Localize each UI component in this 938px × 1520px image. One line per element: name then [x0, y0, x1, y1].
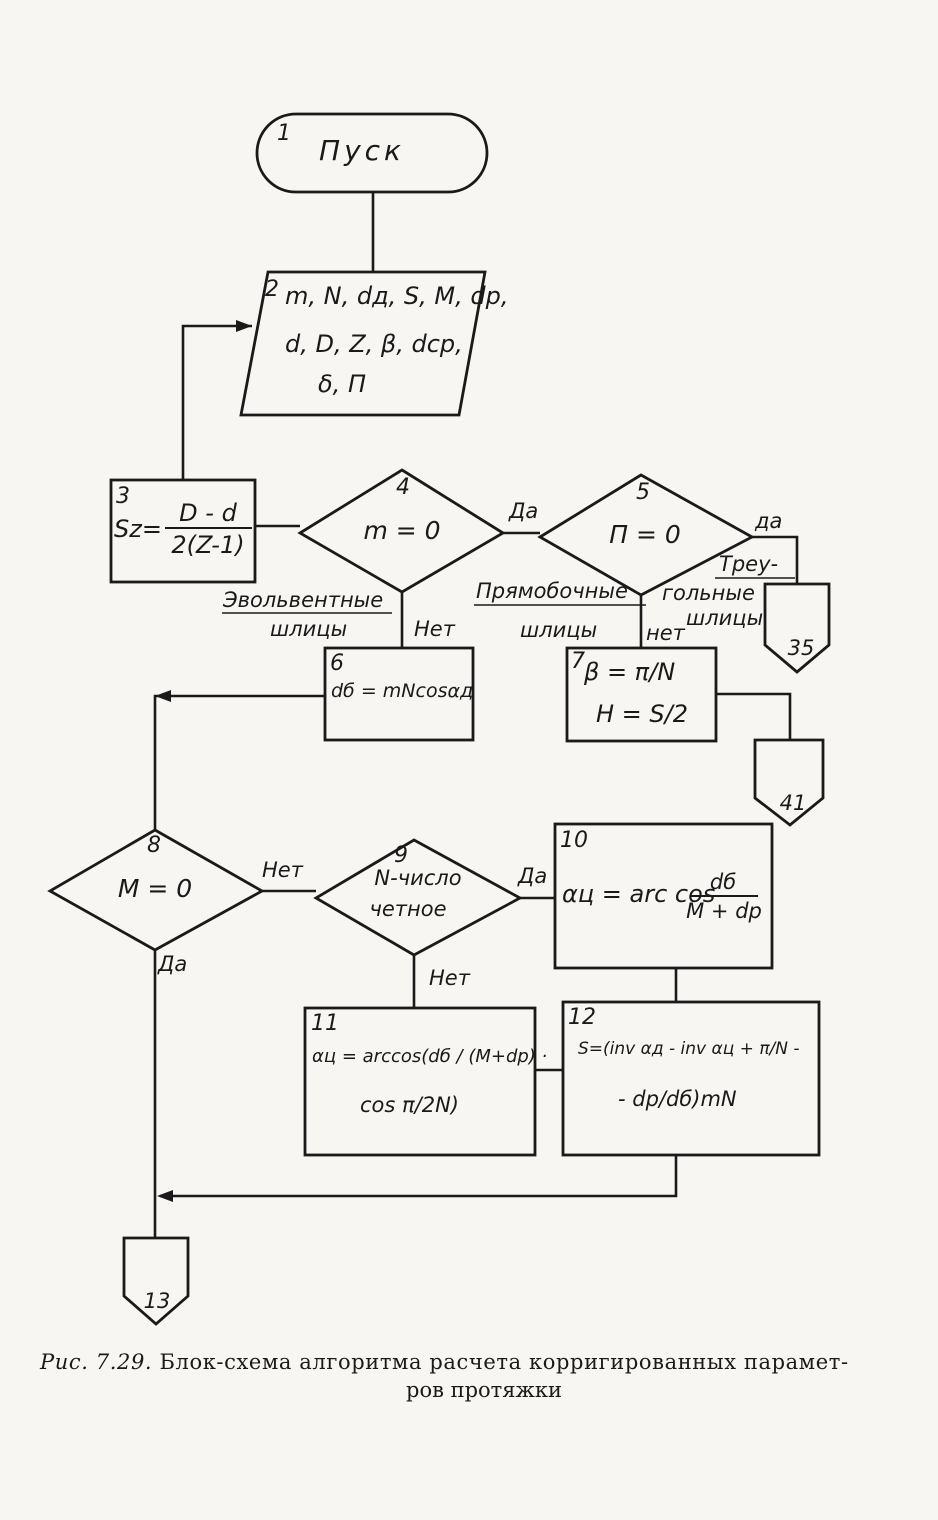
alpha-arccos-line1: αц = arccos(dб / (M+dр) ·	[312, 1046, 547, 1067]
condition-line1: N-число	[374, 866, 461, 890]
input-vars-line2: d, D, Z, β, dср,	[285, 330, 463, 358]
label-no-b4: Нет	[414, 617, 456, 641]
offpage-connector-shape	[763, 582, 831, 674]
block-number: 8	[147, 833, 161, 858]
block-7-process: 7 β = π/N H = S/2	[565, 646, 718, 743]
block-1-start: 1 Пуск	[255, 112, 489, 194]
s-formula-line2: - dр/dб)mN	[618, 1087, 737, 1111]
label-straight-splines-1: Прямобочные	[476, 579, 628, 603]
arrow-b12-return	[157, 1190, 173, 1202]
beta-formula: β = π/N	[583, 658, 675, 686]
decision-shape	[537, 473, 755, 597]
line-b12-return	[160, 1155, 678, 1198]
label-involute-splines-2: шлицы	[270, 617, 347, 641]
label-no-b5: нет	[646, 621, 686, 645]
parallelogram-shape	[239, 270, 487, 417]
block-10-process: 10 αц = arc cos dб M + dр	[553, 822, 774, 970]
label-yes-b5: да	[754, 509, 782, 533]
label-triangular-splines-1: Треу-	[719, 552, 778, 576]
block-12-process: 12 S=(inv αд - inv αц + π/N - - dр/dб)mN	[561, 1000, 821, 1157]
alpha-denominator: M + dр	[686, 899, 762, 923]
sz-denominator: 2(Z-1)	[171, 531, 244, 559]
block-number: 10	[560, 828, 588, 853]
line-b5-to-c35	[752, 535, 799, 584]
alpha-arccos-line2: cos π/2N)	[360, 1093, 459, 1117]
line-b7-to-c41	[716, 692, 792, 740]
process-shape	[561, 1000, 821, 1157]
condition-text: M = 0	[118, 874, 192, 903]
label-triangular-splines-3: шлицы	[686, 606, 763, 630]
block-9-decision: 9 N-число четное	[313, 838, 523, 957]
caption-figure-number: Рис. 7.29.	[40, 1350, 153, 1374]
process-shape	[323, 646, 475, 742]
label-straight-splines-2: шлицы	[520, 618, 597, 642]
block-11-process: 11 αц = arccos(dб / (M+dр) · cos π/2N)	[303, 1006, 547, 1157]
block-6-process: 6 dб = mNcosαд	[323, 646, 475, 742]
caption-line-1: Рис. 7.29. Блок-схема алгоритма расчета …	[40, 1348, 898, 1376]
process-shape	[553, 822, 774, 970]
condition-line2: четное	[369, 897, 446, 921]
sz-numerator: D - d	[179, 499, 237, 527]
label-triangular-splines-2: гольные	[662, 581, 755, 605]
block-5-decision: 5 П = 0	[537, 473, 755, 597]
block-number: 5	[636, 480, 650, 505]
decision-shape	[297, 468, 506, 594]
input-vars-line1: m, N, dд, S, M, dр,	[285, 282, 509, 310]
base-diameter-formula: dб = mNcosαд	[331, 680, 473, 702]
decision-shape	[313, 838, 523, 957]
caption-line-2: ров протяжки	[406, 1378, 562, 1402]
block-2-input: 2 m, N, dд, S, M, dр, d, D, Z, β, dср, δ…	[239, 270, 509, 417]
block-number: 9	[394, 843, 408, 868]
arrow-b6-return	[155, 690, 171, 702]
block-number: 3	[116, 484, 130, 509]
label-no-b9: Нет	[429, 966, 471, 990]
block-8-decision: 8 M = 0	[47, 828, 265, 952]
block-number: 4	[396, 475, 410, 500]
h-formula: H = S/2	[596, 700, 688, 728]
alpha-lhs: αц = arc cos	[562, 880, 715, 908]
block-number: 2	[265, 277, 279, 302]
block-number: 6	[330, 651, 344, 676]
label-yes-b4: Да	[508, 499, 538, 523]
alpha-numerator: dб	[710, 870, 736, 894]
block-3-sz: 3 Sz= D - d 2(Z-1)	[109, 478, 257, 584]
decision-shape	[47, 828, 265, 952]
branch-labels: Да Нет Эвольвентные шлицы Прямобочные шл…	[157, 499, 795, 990]
label-no-b8: Нет	[262, 858, 304, 882]
block-number: 1	[277, 121, 291, 146]
block-number: 7	[571, 649, 585, 674]
line-b6-return	[153, 694, 325, 830]
label-involute-splines-1: Эвольвентные	[222, 588, 383, 612]
connector-number: 35	[788, 636, 815, 660]
start-label: Пуск	[319, 134, 405, 167]
label-yes-b9: Да	[517, 864, 547, 888]
connector-number: 41	[780, 791, 807, 815]
process-shape	[303, 1006, 537, 1157]
block-4-decision: 4 m = 0	[297, 468, 506, 594]
connector-41: 41	[753, 738, 825, 827]
s-formula-line1: S=(inv αд - inv αц + π/N -	[578, 1039, 800, 1059]
block-number: 12	[568, 1005, 596, 1030]
label-yes-b8: Да	[157, 952, 187, 976]
process-shape	[109, 478, 257, 584]
figure-caption: Рис. 7.29. Блок-схема алгоритма расчета …	[40, 1348, 898, 1404]
connector-35: 35	[763, 582, 831, 674]
connector-number: 13	[144, 1289, 171, 1313]
terminator-shape	[255, 112, 489, 194]
sz-lhs: Sz=	[114, 515, 162, 543]
condition-text: m = 0	[363, 516, 440, 545]
flow-lines	[153, 192, 799, 1238]
caption-text-1: Блок-схема алгоритма расчета корригирова…	[159, 1350, 849, 1374]
arrow-sz-return	[236, 320, 252, 332]
condition-text: П = 0	[609, 520, 681, 549]
connector-13: 13	[122, 1236, 190, 1326]
offpage-connector-shape	[122, 1236, 190, 1326]
process-shape	[565, 646, 718, 743]
offpage-connector-shape	[753, 738, 825, 827]
block-number: 11	[311, 1011, 339, 1036]
line-sz-return	[181, 324, 252, 480]
input-vars-line3: δ, П	[318, 370, 366, 398]
